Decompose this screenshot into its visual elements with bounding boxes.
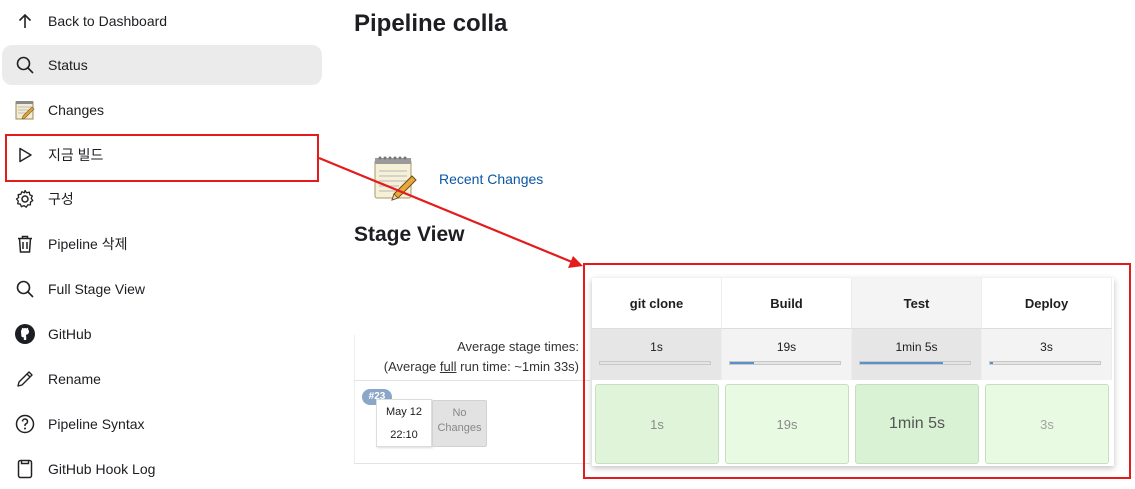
divider [354, 463, 590, 464]
sidebar-item-changes[interactable]: Changes [2, 90, 322, 130]
annotation-box-build-now [5, 134, 319, 182]
sidebar-item-full-stage-view[interactable]: Full Stage View [2, 269, 322, 309]
help-icon [14, 413, 36, 435]
notepad-icon [372, 154, 420, 202]
pencil-icon [14, 368, 36, 390]
stage-average-time: 3s [1040, 340, 1053, 354]
sidebar: Back to Dashboard Status Changes 지금 빌드 구… [0, 0, 330, 486]
sidebar-item-label: Pipeline Syntax [48, 416, 145, 432]
stage-average-time: 1s [650, 340, 663, 354]
average-full-run-time: (Average full run time: ~1min 33s) [384, 359, 579, 374]
search-icon [14, 278, 36, 300]
divider [354, 335, 355, 464]
build-date-card[interactable]: May 12 22:10 [376, 399, 432, 447]
stage-progress-fill [990, 362, 994, 364]
stage-cell-success[interactable]: 19s [725, 384, 849, 464]
stage-cell-success[interactable]: 3s [985, 384, 1109, 464]
no-changes-box[interactable]: No Changes [432, 400, 487, 447]
github-icon [14, 323, 36, 345]
stage-column-test: Test 1min 5s 1min 5s [852, 278, 982, 466]
stage-average: 3s [982, 328, 1112, 380]
stage-progress-bar [599, 361, 711, 365]
stage-progress-fill [860, 362, 943, 364]
stage-table: git clone 1s 1s Build 19s 19s Test 1min … [592, 278, 1114, 466]
sidebar-item-label: Changes [48, 102, 105, 118]
annotation-box-stage-view [583, 263, 1131, 479]
sidebar-item-label: Status [48, 57, 88, 73]
stage-average: 19s [722, 328, 852, 380]
sidebar-item-status[interactable]: Status [2, 45, 322, 85]
sidebar-item-build-now[interactable]: 지금 빌드 [2, 135, 322, 175]
stage-header: Build [722, 278, 852, 328]
sidebar-item-delete-pipeline[interactable]: Pipeline 삭제 [2, 224, 322, 264]
sidebar-item-label: GitHub Hook Log [48, 461, 156, 477]
stage-header: git clone [592, 278, 722, 328]
stage-cell-success[interactable]: 1s [595, 384, 719, 464]
stage-column-deploy: Deploy 3s 3s [982, 278, 1112, 466]
stage-header: Deploy [982, 278, 1112, 328]
build-time: 22:10 [390, 429, 418, 441]
divider [354, 380, 590, 381]
sidebar-item-label: Full Stage View [48, 281, 146, 297]
sidebar-item-label: 구성 [48, 191, 74, 207]
sidebar-item-pipeline-syntax[interactable]: Pipeline Syntax [2, 404, 322, 444]
stage-average-time: 1min 5s [895, 340, 938, 354]
sidebar-item-github-hook-log[interactable]: GitHub Hook Log [2, 449, 322, 489]
stage-average: 1min 5s [852, 328, 982, 380]
sidebar-item-label: Back to Dashboard [48, 13, 168, 29]
sidebar-item-label: GitHub [48, 326, 92, 342]
sidebar-item-label: Rename [48, 371, 101, 387]
stage-column-git-clone: git clone 1s 1s [592, 278, 722, 466]
avg-prefix: (Average [383, 359, 440, 374]
recent-changes-link[interactable]: Recent Changes [439, 171, 544, 187]
gear-icon [14, 188, 36, 210]
stage-progress-fill [730, 362, 755, 364]
build-date: May 12 [385, 406, 423, 418]
avg-full-link[interactable]: full [439, 359, 457, 374]
stage-progress-bar [729, 361, 841, 365]
stage-header: Test [852, 278, 982, 328]
stage-column-build: Build 19s 19s [722, 278, 852, 466]
search-icon [14, 54, 36, 76]
sidebar-item-configure[interactable]: 구성 [2, 179, 322, 219]
page-title: Pipeline colla [354, 10, 508, 37]
document-icon [14, 458, 36, 480]
stage-cell-success[interactable]: 1min 5s [855, 384, 979, 464]
sidebar-item-label: 지금 빌드 [48, 147, 104, 163]
stage-progress-bar [989, 361, 1101, 365]
play-icon [14, 144, 36, 166]
sidebar-item-label: Pipeline 삭제 [48, 236, 128, 252]
stage-progress-bar [859, 361, 971, 365]
sidebar-item-back-to-dashboard[interactable]: Back to Dashboard [2, 1, 322, 41]
stage-average: 1s [592, 328, 722, 380]
stage-average-time: 19s [776, 340, 797, 354]
sidebar-item-rename[interactable]: Rename [2, 359, 322, 399]
trash-icon [14, 233, 36, 255]
sidebar-item-github[interactable]: GitHub [2, 314, 322, 354]
notepad-icon [14, 99, 36, 121]
average-stage-times-label: Average stage times: [457, 339, 579, 354]
arrow-up-icon [14, 10, 36, 32]
stage-view-title: Stage View [354, 223, 465, 246]
avg-suffix: run time: ~1min 33s) [456, 359, 579, 374]
